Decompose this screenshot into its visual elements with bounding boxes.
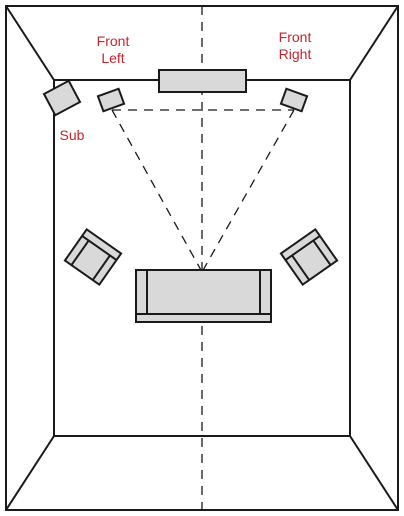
sofa bbox=[135, 269, 272, 323]
left-armchair-arm-left bbox=[70, 239, 90, 266]
corner-line-top-right bbox=[349, 5, 399, 81]
corner-line-bottom-left bbox=[5, 435, 55, 511]
front-left-speaker bbox=[96, 87, 126, 113]
front-right-label: Front Right bbox=[278, 29, 312, 62]
subwoofer bbox=[42, 79, 82, 117]
front-right-speaker bbox=[279, 87, 309, 113]
left-armchair bbox=[63, 227, 123, 287]
front-right-to-listener-dashed-line bbox=[201, 109, 295, 273]
right-armchair-arm-left bbox=[291, 254, 311, 281]
sub-label: Sub bbox=[59, 127, 85, 143]
right-armchair bbox=[279, 227, 339, 287]
corner-line-bottom-right bbox=[349, 435, 399, 511]
left-armchair-body bbox=[63, 227, 123, 287]
left-armchair-arm-right bbox=[91, 254, 111, 281]
front-left-label: Front Left bbox=[96, 33, 130, 66]
center-speaker bbox=[158, 69, 247, 93]
front-left-to-listener-dashed-line bbox=[111, 109, 203, 273]
right-armchair-arm-right bbox=[312, 239, 332, 266]
corner-line-top-left bbox=[5, 5, 55, 81]
right-armchair-body bbox=[279, 227, 339, 287]
